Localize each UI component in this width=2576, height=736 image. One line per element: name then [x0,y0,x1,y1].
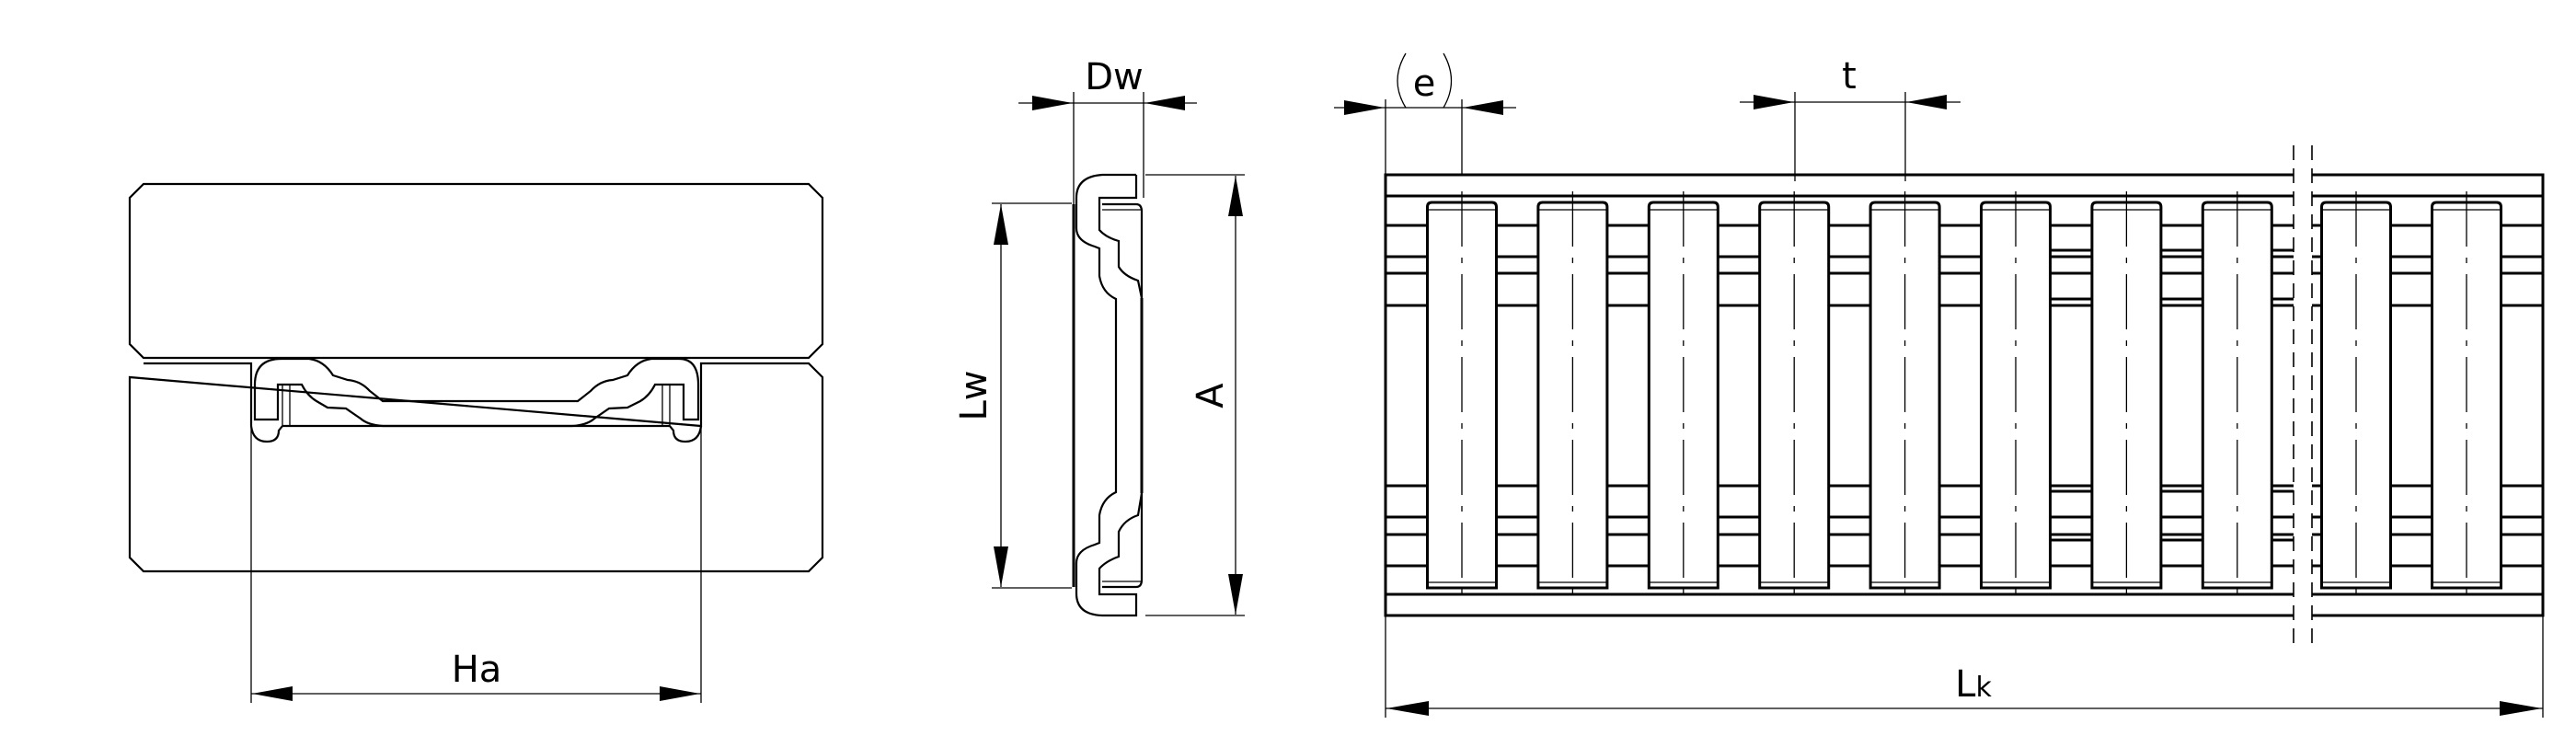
cage-frame-left [1384,173,2294,617]
roller-body [2090,201,2163,590]
cage-left-bump [249,425,283,443]
roller-body [1869,201,1941,590]
roller-edge-left [282,385,291,426]
roller-edge-right [661,385,671,426]
roller [1647,191,1719,600]
lk-arrow-right [2500,701,2542,716]
roller-body [2320,201,2392,590]
lk-label-sub: k [1975,672,1992,704]
roller-body [2201,201,2273,590]
dw-extension-lines [1073,92,1144,204]
roller-body [1426,201,1498,590]
roller [1536,191,1609,600]
roller [1980,191,2052,600]
ha-extension-lines [250,426,702,703]
top-view: e t Lk [1334,52,2545,718]
a-extension-lines [1145,174,1245,616]
dw-arrow-left [1032,96,1073,110]
dw-label: Dw [1085,56,1144,98]
cage-right-bump [669,425,703,443]
lk-arrow-left [1386,701,1429,716]
rollers [1426,191,2502,600]
roller [1758,191,1831,600]
lk-label: Lk [1955,663,1992,706]
side-section-view: Dw Lw A [953,56,1245,617]
rail-lines [1386,224,2543,568]
cage-profile [253,357,700,428]
a-arrow-top [1228,176,1243,216]
roller-body [1536,201,1609,590]
t-extension-lines [1794,92,1906,181]
cage-side-profile-upper [1098,175,1144,299]
e-extension-lines [1385,99,1463,175]
roller [2201,191,2273,600]
e-arrow-left [1344,100,1385,115]
t-arrow-left [1754,95,1794,109]
roller [2431,191,2502,600]
e-arrow-right [1463,100,1503,115]
roller-body [1647,201,1719,590]
t-arrow-right [1906,95,1947,109]
roller [2320,191,2392,600]
roller-side-right-ends [1102,202,1144,589]
e-label: e [1413,63,1436,105]
roller-side-inner [1102,209,1142,582]
roller [2090,191,2163,600]
a-label: A [1190,383,1232,408]
ha-label: Ha [452,649,502,691]
roller-body [2431,201,2502,590]
a-arrow-bottom [1228,574,1243,615]
lw-arrow-top [994,204,1008,245]
lk-label-main: L [1955,663,1976,706]
ha-arrow-left [252,686,293,701]
cage-side-profile [1075,173,1144,617]
lower-raceway-block [128,362,824,573]
t-label: t [1842,55,1857,98]
upper-raceway-block [128,182,824,360]
ha-arrow-right [660,686,700,701]
roller-body [1758,201,1831,590]
cage-frame-right [2312,173,2545,617]
roller-body [1980,201,2052,590]
roller [1869,191,1941,600]
lk-extension-lines [1385,615,2544,718]
roller [1426,191,1498,600]
lw-arrow-bottom [994,546,1008,587]
lw-label: Lw [953,371,995,421]
e-parenthesis-left [1397,52,1407,109]
lw-extension-lines [992,202,1072,589]
dw-arrow-right [1144,96,1185,110]
e-parenthesis-right [1443,52,1453,109]
front-section-view: Ha [128,182,824,703]
